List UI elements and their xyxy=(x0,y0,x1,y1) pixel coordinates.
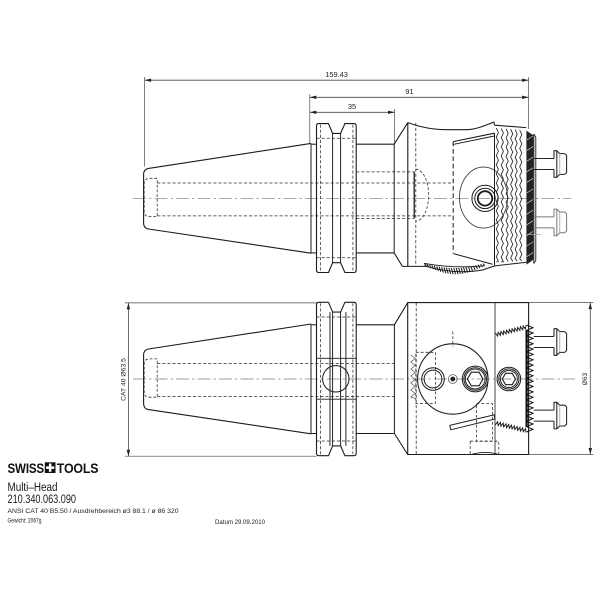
svg-text:TOOLS: TOOLS xyxy=(57,461,99,477)
svg-text:91: 91 xyxy=(405,87,413,96)
svg-text:Ø63: Ø63 xyxy=(582,372,589,385)
svg-text:SWISS: SWISS xyxy=(8,461,45,477)
svg-text:159.43: 159.43 xyxy=(325,70,348,79)
svg-text:35: 35 xyxy=(348,102,356,111)
svg-text:ANSI CAT 40 B5.50 / Ausdrehb: ANSI CAT 40 B5.50 / Ausdrehbereich ø3 88… xyxy=(8,508,179,515)
svg-text:Multi–Head: Multi–Head xyxy=(8,482,58,494)
svg-text:Gewicht: 2067g: Gewicht: 2067g xyxy=(8,517,42,524)
svg-text:CAT 40 Ø63.5: CAT 40 Ø63.5 xyxy=(120,358,127,401)
svg-text:210.340.063.090: 210.340.063.090 xyxy=(8,494,77,506)
svg-text:Datum 29.09.2010: Datum 29.09.2010 xyxy=(215,519,266,526)
